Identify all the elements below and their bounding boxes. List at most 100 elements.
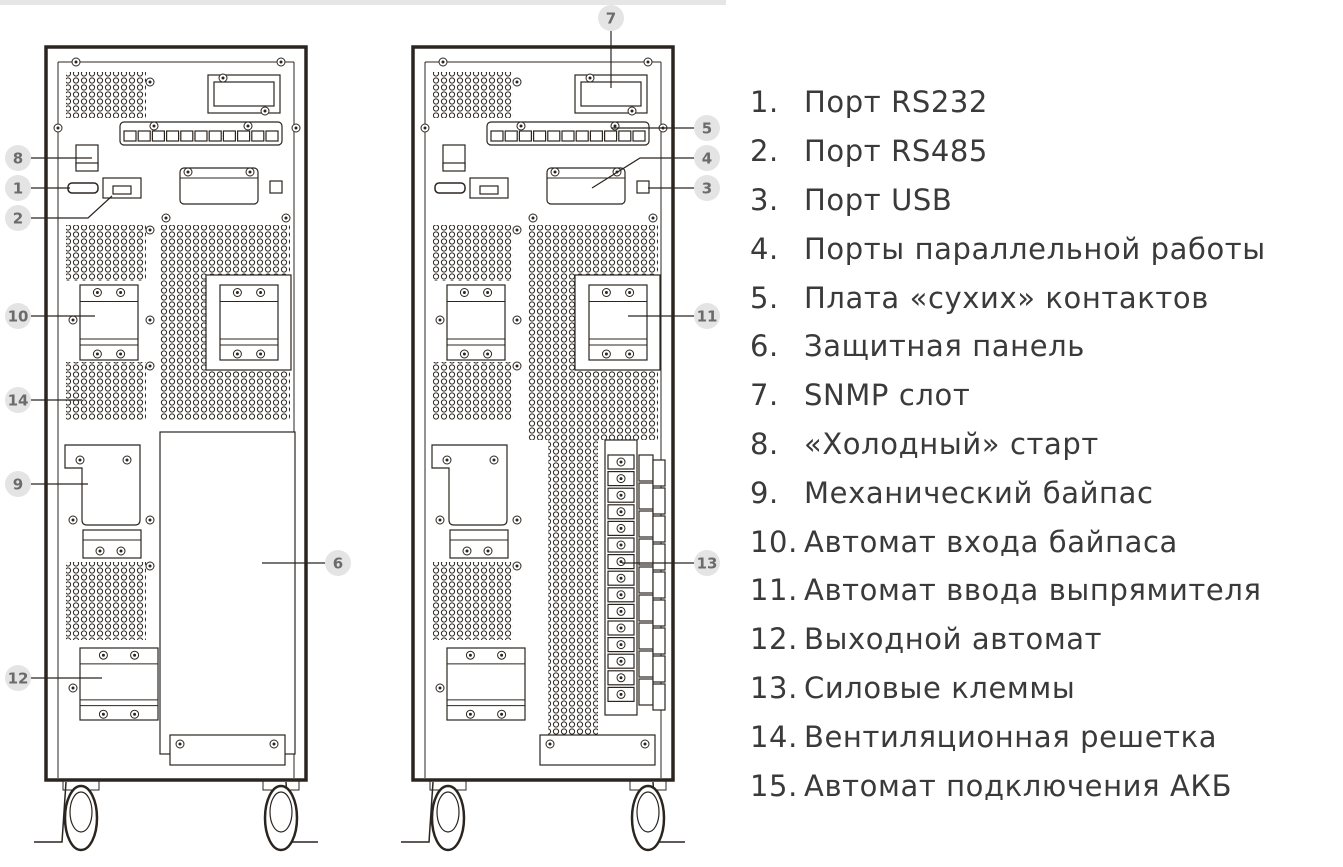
dry-contact-terminal	[180, 130, 194, 142]
screw-head	[74, 60, 78, 64]
wheel-tire	[263, 784, 299, 852]
legend-item: 10.Автомат входа байпаса	[750, 517, 1266, 566]
rectifier-input-breaker	[219, 284, 279, 361]
usb-port	[269, 180, 283, 194]
screw-head	[604, 291, 608, 294]
legend-text: Защитная панель	[804, 329, 1085, 364]
dry-contact-terminal	[575, 130, 589, 142]
callout-badge	[5, 205, 31, 231]
callout-7: 7	[598, 5, 624, 88]
output-breaker	[79, 647, 159, 721]
callout-badge	[598, 5, 624, 31]
screw-head	[438, 686, 442, 690]
legend-num: 12.	[750, 622, 798, 657]
callout-number: 12	[8, 670, 29, 688]
dry-contact-terminal	[504, 130, 518, 142]
legend-item: 7.SNMP слот	[750, 371, 1266, 420]
screw-head	[71, 686, 75, 690]
screw-head	[164, 216, 168, 220]
callout-11: 11	[628, 303, 720, 329]
screw-head	[553, 170, 557, 174]
legend-text: SNMP слот	[804, 378, 971, 413]
screw-head	[619, 626, 623, 630]
screw-head	[531, 216, 535, 220]
screw-head	[515, 364, 519, 368]
dry-contact-terminal	[547, 130, 561, 142]
callout-8: 8	[5, 145, 92, 171]
legend-text: Плата «сухих» контактов	[804, 280, 1209, 315]
legend-list: 1.Порт RS232 2.Порт RS485 3.Порт USB 4.П…	[750, 78, 1266, 810]
legend-text: Вентиляционная решетка	[804, 719, 1218, 754]
dry-contact-terminal	[518, 130, 533, 142]
terminal-cover	[638, 566, 654, 594]
callout-badge	[5, 303, 31, 329]
terminal-cover	[652, 459, 666, 487]
screw-head	[628, 352, 632, 356]
terminal-cover	[652, 655, 666, 683]
callout-9: 9	[5, 471, 88, 497]
dry-contact-terminal	[237, 130, 251, 142]
dry-contact-terminal	[222, 130, 236, 142]
ventilation-grille	[548, 440, 598, 760]
usb-port	[636, 180, 650, 194]
screw-head	[619, 543, 623, 547]
dry-contact-terminal	[123, 130, 137, 142]
callout-number: 10	[8, 308, 29, 326]
callout-number: 6	[333, 555, 343, 573]
breaker-frame	[588, 284, 648, 361]
ventilation-grille	[433, 72, 513, 118]
callout-12: 12	[5, 665, 102, 691]
screw-head	[78, 458, 82, 462]
legend-text: Автомат ввода выпрямителя	[804, 573, 1262, 608]
protective-panel-cover	[159, 431, 296, 755]
callout-badge	[325, 550, 351, 576]
screw-head	[604, 352, 608, 356]
legend-num: 10.	[750, 524, 798, 559]
legend-text: Порт RS485	[804, 134, 988, 169]
screw-head	[468, 712, 472, 716]
legend-text: Механический байпас	[804, 475, 1154, 510]
terminal-cover	[652, 627, 666, 655]
callout-number: 1	[13, 180, 23, 198]
breaker-frame	[446, 647, 526, 721]
screw-head	[462, 352, 466, 356]
screw-head	[119, 549, 123, 553]
legend-item: 3.Порт USB	[750, 176, 1266, 225]
screw-head	[119, 291, 123, 294]
breaker-frame	[79, 647, 159, 721]
legend-item: 5.Плата «сухих» контактов	[750, 273, 1266, 322]
terminal-cover	[652, 487, 666, 515]
bypass-input-breaker	[79, 284, 139, 361]
terminal-cover	[638, 594, 654, 622]
legend-num: 11.	[750, 573, 798, 608]
callout-number: 14	[8, 392, 29, 410]
callout-badge	[694, 175, 720, 201]
callout-6: 6	[262, 550, 351, 576]
screw-head	[500, 712, 504, 716]
dry-contact-terminal	[632, 130, 646, 142]
ventilation-grille	[433, 225, 513, 281]
screw-head	[133, 712, 137, 716]
callout-badge	[694, 145, 720, 171]
wheel	[262, 779, 300, 852]
screw-head	[643, 742, 647, 746]
screw-head	[438, 518, 442, 522]
legend-num: 3.	[750, 182, 779, 217]
screw-head	[71, 318, 75, 322]
leader-line	[31, 195, 113, 219]
snmp-slot-cover	[213, 81, 275, 107]
dry-contact-board	[119, 121, 283, 146]
left-cabinet	[34, 45, 318, 852]
mechanical-bypass	[431, 444, 509, 559]
legend-num: 8.	[750, 426, 779, 461]
screw-head	[294, 126, 298, 130]
callout-badge	[5, 387, 31, 413]
legend-num: 14.	[750, 719, 798, 754]
screw-head	[630, 109, 634, 113]
callout-3: 3	[648, 175, 720, 201]
screw-head	[468, 653, 472, 657]
screw-head	[259, 291, 263, 294]
terminal-cover	[638, 678, 654, 706]
mechanical-bypass	[64, 444, 142, 559]
screw-head	[133, 653, 137, 657]
